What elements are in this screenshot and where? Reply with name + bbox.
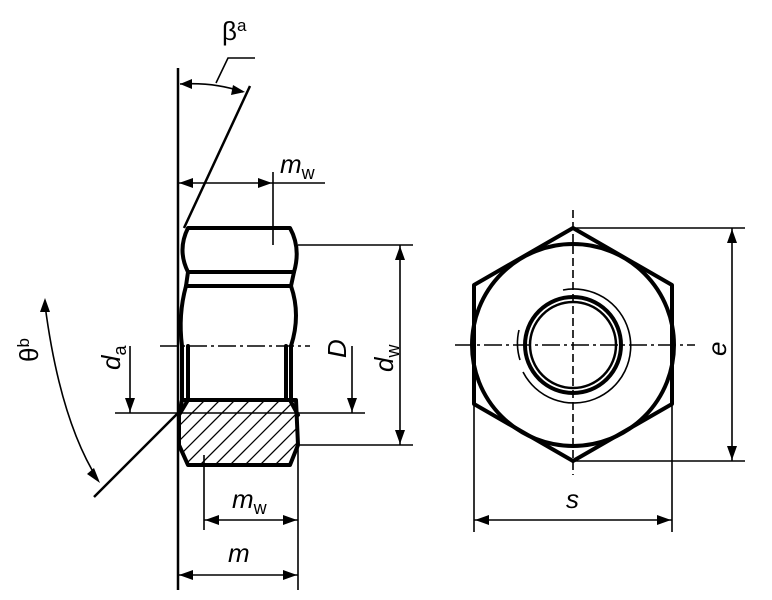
- e-label: e: [702, 342, 732, 356]
- theta-label: θb: [14, 338, 44, 362]
- thread-arc: [522, 288, 632, 404]
- dw-label: dw: [369, 344, 403, 372]
- beta-angle-line: [182, 85, 252, 229]
- section-hatching: [179, 400, 298, 465]
- m-label: m: [228, 538, 250, 568]
- s-label: s: [566, 484, 579, 514]
- front-view: e s: [455, 210, 745, 532]
- side-view: βa mw θb da D dw mw: [14, 16, 413, 590]
- da-label: da: [96, 345, 130, 370]
- D-label: D: [322, 339, 352, 358]
- nut-side-outline: [177, 226, 300, 467]
- mw-bottom-label: mw: [232, 484, 268, 518]
- beta-label: βa: [222, 16, 247, 46]
- mw-top-label: mw: [280, 149, 316, 183]
- beta-leader: [215, 57, 255, 84]
- theta-angle-arc: [44, 304, 99, 481]
- theta-angle-line: [93, 407, 184, 498]
